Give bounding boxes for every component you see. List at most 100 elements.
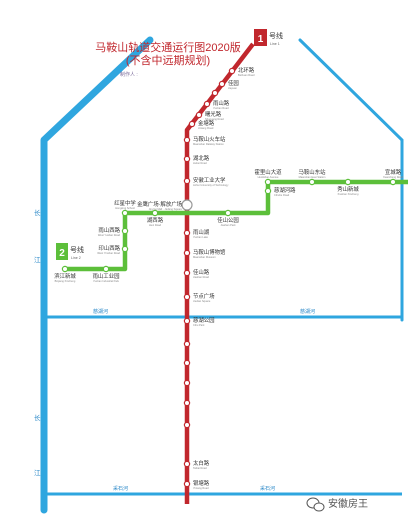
title-main: 马鞍山轨道交通运行图2020版 [95,40,240,54]
station-label: 滨江新城 [54,272,76,280]
station-marker[interactable] [121,227,129,235]
station-marker[interactable] [228,67,236,75]
station-label-en: Shuguang Road [205,117,224,121]
station-label: 马鞍山博物馆 [193,248,226,256]
station-marker[interactable] [121,209,129,217]
station-label-en: Yushan Lake [193,235,209,239]
station-marker[interactable] [264,178,272,186]
station-marker[interactable] [211,89,219,97]
line1-badge: 1 号线 Line 1 [254,29,283,46]
station-marker[interactable] [224,209,232,217]
station-marker[interactable] [183,460,191,468]
transfer-station-marker[interactable] [181,199,193,211]
station-marker[interactable] [121,245,129,253]
station-marker[interactable] [188,120,196,128]
station-marker[interactable] [183,177,191,185]
station-label: 雨山工业园 [93,272,120,280]
yangtze-label: 长 [34,208,41,217]
station-marker[interactable] [389,178,397,186]
line1-station-18[interactable] [183,379,191,387]
station-label: 佳山公园 [217,216,239,224]
line1-badge-number: 1 [258,34,264,45]
rivers [40,36,404,514]
station-label: 宣城路 [385,168,402,176]
station-marker[interactable] [183,155,191,163]
station-marker[interactable] [61,265,69,273]
line1-badge-box [254,29,267,46]
station-marker[interactable] [195,111,203,119]
station-marker[interactable] [183,317,191,325]
station-marker[interactable] [183,379,191,387]
line1-station-20[interactable] [183,421,191,429]
line2-route [65,179,408,272]
station-marker[interactable] [203,100,211,108]
yangtze-label-2: 江 [34,256,41,264]
line2-badge-box [56,243,68,260]
station-label: 马鞍山火车站 [193,135,226,143]
station-marker[interactable] [183,136,191,144]
station-marker[interactable] [183,229,191,237]
station-label-en: Xiushan Xincheng [338,192,359,196]
station-marker[interactable] [183,340,191,348]
station-marker[interactable] [264,187,272,195]
station-marker[interactable] [183,480,191,488]
transfer-station[interactable] [181,199,193,211]
station-label: 湖北路 [193,154,210,162]
station-marker[interactable] [183,359,191,367]
station-marker[interactable] [183,249,191,257]
station-marker[interactable] [183,399,191,407]
watermark-text: 安徽房王 [328,497,368,510]
line1-station-16[interactable] [183,340,191,348]
station-marker[interactable] [183,293,191,301]
line1-station-3[interactable] [211,89,219,97]
station-marker[interactable] [308,178,316,186]
line1-station-19[interactable] [183,399,191,407]
station-label: 银塘路 [193,479,210,487]
station-marker[interactable] [218,80,226,88]
caishi-river-label-left: 采石河 [113,485,128,492]
station-marker[interactable] [151,209,159,217]
station-label: 佳园 [228,79,239,87]
station-label: 秀山新城 [337,185,359,193]
station-label: 曙光路 [205,110,222,118]
station-label: 雨山湖 [193,228,209,236]
station-label: 慈湖公园 [193,316,215,324]
station-label-en: Huxi Road [149,223,162,227]
line1-station-17[interactable] [183,359,191,367]
station-marker[interactable] [183,421,191,429]
station-label-en: Jiayuan [228,86,237,90]
station-label-en: Hongxing School [115,206,135,210]
station-label-en: Jiashan Park [221,223,237,227]
station-marker[interactable] [344,178,352,186]
station-marker[interactable] [183,269,191,277]
station-marker[interactable] [102,265,110,273]
